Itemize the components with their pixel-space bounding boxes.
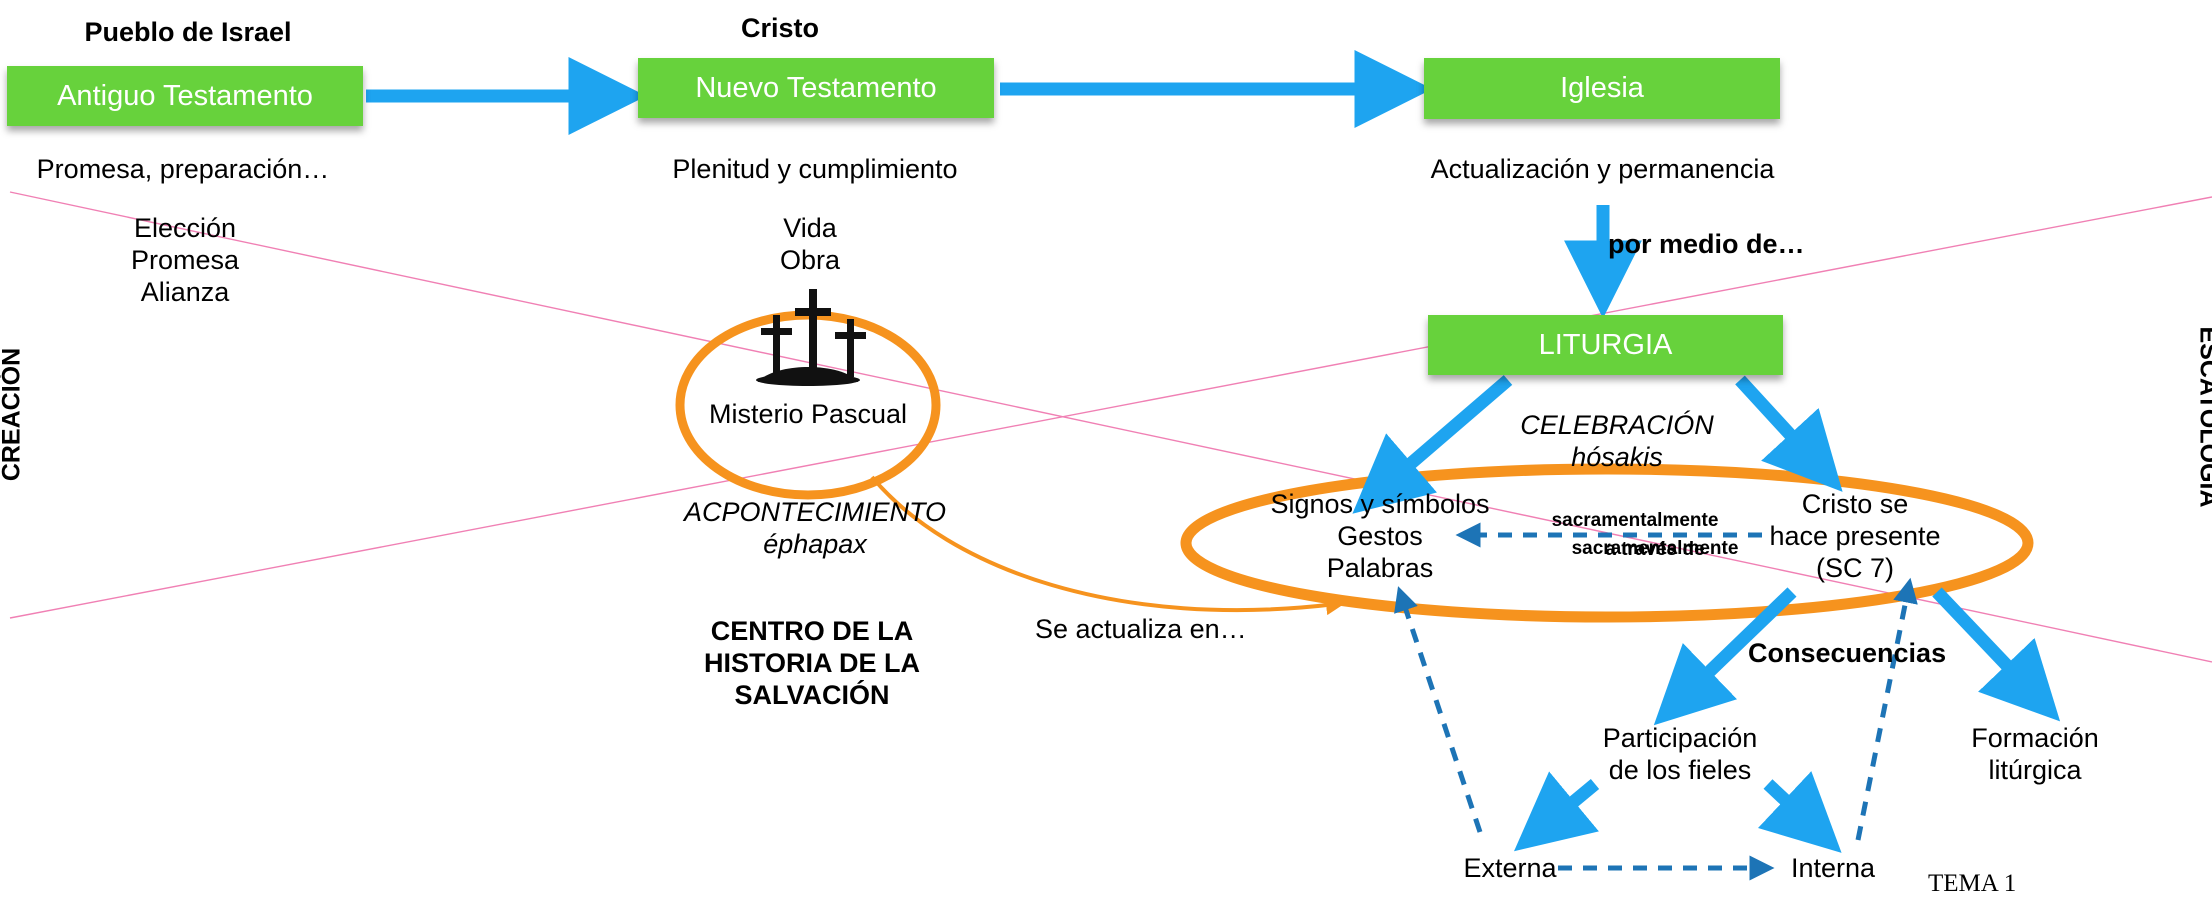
item-eleccion: Elección xyxy=(133,213,237,243)
cristo-presente-label: Cristo se hace presente (SC 7) xyxy=(1769,489,1941,583)
tema-label: TEMA 1 xyxy=(1928,870,2017,897)
formacion-label: Formación litúrgica xyxy=(1971,723,2099,785)
nuevo-list: Vida Obra xyxy=(745,212,875,276)
signos-label: Signos y símbolos Gestos Palabras xyxy=(1270,489,1490,583)
calvary-crosses-icon xyxy=(756,289,866,386)
interna-label: Interna xyxy=(1790,853,1876,883)
item-alianza: Alianza xyxy=(140,277,230,307)
se-actualiza-arrow xyxy=(870,475,1346,616)
ephapax-word: éphapax xyxy=(763,529,867,559)
participacion-label: Participación de los fieles xyxy=(1602,723,1758,785)
hosakis-word: hósakis xyxy=(1571,442,1663,472)
celebracion-word: CELEBRACIÓN xyxy=(1520,410,1714,440)
box-antiguo-testamento: Antiguo Testamento xyxy=(7,66,363,126)
sacramentalmente-label: sacramentalmente xyxy=(1551,510,1719,531)
box-liturgia: LITURGIA xyxy=(1428,315,1783,375)
blue-arrows xyxy=(366,50,2061,853)
por-medio-label: por medio de… xyxy=(1608,229,1805,259)
box-nuevo-testamento: Nuevo Testamento xyxy=(638,58,994,118)
caption-plenitud: Plenitud y cumplimiento xyxy=(672,154,958,184)
header-cristo: Cristo xyxy=(740,13,819,43)
pink-cross-lines xyxy=(9,191,2212,663)
dashed-arrows xyxy=(1394,522,1918,881)
item-vida: Vida xyxy=(783,213,837,243)
antiguo-list: Elección Promesa Alianza xyxy=(100,212,270,308)
celebracion-label: CELEBRACIÓN hósakis xyxy=(1502,409,1732,473)
creacion-label: CREACIÓN xyxy=(0,347,26,482)
celebracion-ellipse xyxy=(1180,463,2034,623)
externa-label: Externa xyxy=(1463,853,1557,883)
se-actualiza-label: Se actualiza en… xyxy=(1035,614,1247,644)
header-israel: Pueblo de Israel xyxy=(84,17,292,47)
item-obra: Obra xyxy=(779,245,841,275)
misterio-pascual-label: Misterio Pascual xyxy=(708,399,908,429)
a-traves-label: a través de xyxy=(1605,539,1705,560)
box-iglesia: Iglesia xyxy=(1424,58,1780,119)
centro-historia-label: CENTRO DE LA HISTORIA DE LA SALVACIÓN xyxy=(703,616,920,710)
item-promesa: Promesa xyxy=(130,245,240,275)
sacramentalmente-overlap-label: sacramentalmente xyxy=(1571,538,1739,559)
caption-actualizacion: Actualización y permanencia xyxy=(1430,154,1775,184)
escatologia-label: ESCATOLOGÍA xyxy=(2194,326,2212,508)
consecuencias-label: Consecuencias xyxy=(1748,638,1947,668)
caption-promesa: Promesa, preparación… xyxy=(36,154,330,184)
acontecimiento-word: ACPONTECIMIENTO xyxy=(683,497,947,527)
acontecimiento-label: ACPONTECIMIENTO éphapax xyxy=(665,496,965,560)
